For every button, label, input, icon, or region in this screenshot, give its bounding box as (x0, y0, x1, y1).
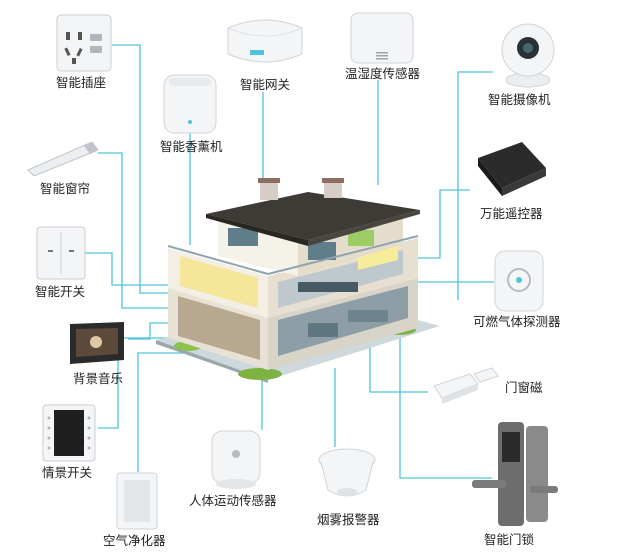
gas-detector-icon (494, 250, 544, 312)
security-camera-icon (501, 23, 555, 88)
smoke-alarm-icon (318, 448, 376, 497)
label-music: 背景音乐 (73, 371, 124, 386)
music-panel-icon (70, 322, 124, 364)
label-scene: 情景开关 (42, 465, 93, 480)
wall-socket-icon (56, 14, 112, 72)
label-curtain: 智能窗帘 (40, 181, 91, 196)
connector-switch (83, 252, 195, 286)
label-smoke: 烟雾报警器 (317, 512, 380, 527)
connector-remote (405, 189, 470, 259)
connector-door (369, 345, 428, 393)
label-switch: 智能开关 (35, 284, 86, 299)
label-socket: 智能插座 (56, 75, 107, 90)
label-gateway: 智能网关 (240, 77, 291, 92)
scene-panel-icon (42, 404, 96, 462)
label-air: 空气净化器 (103, 533, 166, 548)
air-purifier-icon (116, 472, 158, 530)
label-motion: 人体运动传感器 (189, 493, 277, 508)
curtain-motor-icon (27, 141, 99, 176)
connector-camera (457, 71, 493, 300)
label-door-sensor: 门窗磁 (505, 380, 543, 395)
door-window-sensor-icon (433, 367, 499, 404)
ir-remote-hub-icon (478, 142, 546, 196)
wall-switch-icon (36, 226, 86, 280)
label-gas: 可燃气体探测器 (473, 314, 561, 329)
label-aroma: 智能香薰机 (160, 139, 223, 154)
smart-lock-icon (472, 422, 558, 526)
temperature-humidity-sensor-icon (350, 12, 414, 64)
gateway-hub-icon (227, 19, 303, 63)
aroma-diffuser-icon (163, 74, 217, 134)
house-cutaway-illustration (156, 178, 440, 383)
motion-sensor-icon (211, 430, 261, 489)
connector-lock (399, 330, 492, 479)
connector-curtain (98, 152, 195, 309)
label-camera: 智能摄像机 (488, 92, 551, 107)
connector-socket (112, 44, 195, 294)
label-th-sensor: 温湿度传感器 (345, 66, 421, 81)
label-remote: 万能遥控器 (480, 206, 543, 221)
label-lock: 智能门锁 (484, 532, 535, 547)
